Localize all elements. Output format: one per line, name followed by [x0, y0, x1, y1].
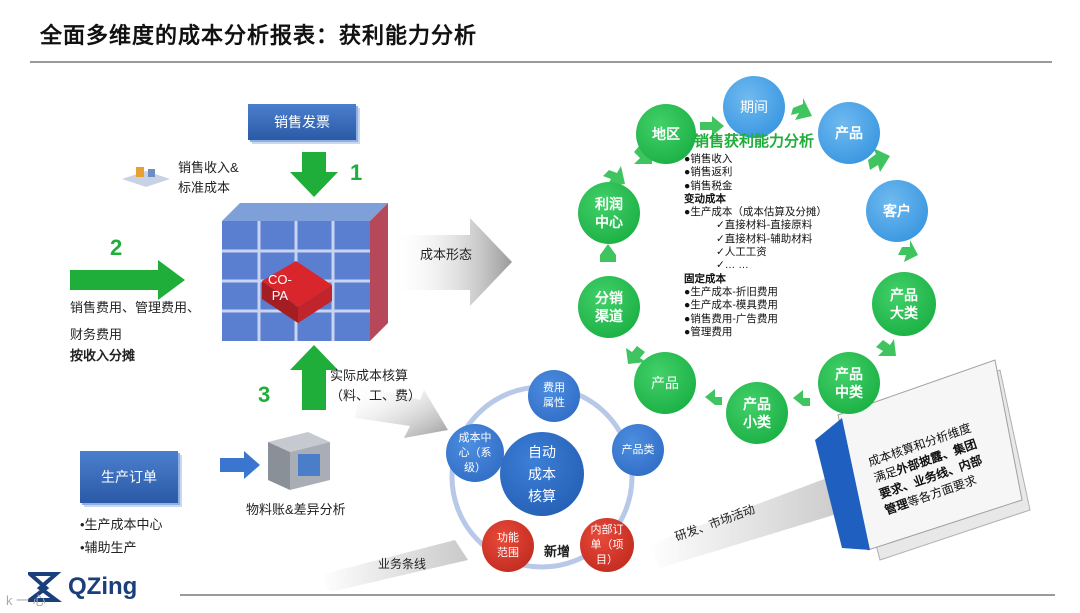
ring-node-product-mid: 产品 中类	[818, 352, 880, 414]
profit-heading-fixed: 固定成本	[684, 272, 726, 285]
node-internal-order: 内部订 单（项 目）	[580, 518, 634, 572]
ring-node-period: 期间	[723, 76, 785, 138]
profit-subitem: ✓直接材料-直接原料	[716, 219, 813, 232]
production-bullet-1: •生产成本中心	[80, 517, 163, 532]
profit-item: ●管理费用	[684, 325, 733, 338]
order-to-material-arrow	[220, 451, 260, 479]
ring-node-product-minor: 产品 小类	[726, 382, 788, 444]
profit-item: ●生产成本-模具费用	[684, 299, 778, 312]
ring-node-product2: 产品	[634, 352, 696, 414]
new-add-label: 新增	[544, 544, 571, 559]
step2-number: 2	[110, 235, 123, 260]
production-bullet-2: •辅助生产	[80, 540, 137, 555]
expenses-label: 销售费用、管理费用、 财务费用	[70, 300, 201, 342]
step1-arrow	[290, 152, 338, 197]
qzing-logo: QZing	[28, 572, 137, 602]
material-ledger-label: 物料账&差异分析	[246, 502, 346, 517]
profit-item: ●销售税金	[684, 179, 733, 192]
logo-text: QZing	[68, 573, 138, 600]
paper-document	[815, 359, 1031, 561]
profit-item: ●生产成本（成本估算及分摊）	[684, 206, 827, 219]
ring-node-channel: 分销 渠道	[578, 276, 640, 338]
cost-form-label: 成本形态	[420, 247, 473, 262]
profit-item: ●销售收入	[684, 153, 733, 165]
actual-cost-label: 实际成本核算 （料、工、费）	[330, 368, 422, 403]
profit-heading-variable: 变动成本	[684, 192, 726, 205]
ring-node-profit-center: 利润 中心	[578, 182, 640, 244]
profit-list: ●销售收入 ●销售返利 ●销售税金 变动成本 ●生产成本（成本估算及分摊） ✓直…	[684, 153, 827, 339]
ring-node-region: 地区	[636, 104, 696, 164]
ring-node-product-major: 产品 大类	[872, 272, 936, 336]
auto-cost-center: 自动 成本 核算	[500, 432, 584, 516]
profit-item: ●销售费用-广告费用	[684, 312, 778, 325]
business-line-label: 业务条线	[378, 557, 427, 571]
rnd-market-band	[648, 475, 850, 568]
actual-cost-arrow	[355, 385, 448, 438]
profit-subitem: ✓人工工资	[716, 246, 767, 259]
ring-node-product: 产品	[818, 102, 880, 164]
profit-analysis-title: 销售获利能力分析	[694, 133, 815, 150]
profit-item: ●生产成本-折旧费用	[684, 285, 778, 298]
profit-subitem: ✓… …	[716, 259, 749, 272]
page-title: 全面多维度的成本分析报表：获利能力分析	[40, 23, 478, 48]
business-line-band	[320, 540, 468, 592]
production-order-doc: 生产订单	[80, 451, 178, 503]
watermark-text: k 一 心	[6, 593, 46, 608]
step2-arrow	[70, 260, 185, 300]
profit-subitem: ✓直接材料-辅助材料	[716, 232, 813, 245]
sales-invoice-doc: 销售发票	[248, 104, 356, 140]
copa-label: CO- PA	[268, 272, 292, 303]
sales-revenue-label: 销售收入& 标准成本	[178, 160, 239, 195]
footer-divider	[180, 594, 1055, 596]
title-divider	[30, 61, 1052, 63]
sales-icon	[122, 165, 170, 187]
material-box-icon	[268, 432, 330, 490]
profit-item: ●销售返利	[684, 166, 733, 179]
allocate-label: 按收入分摊	[70, 348, 136, 363]
node-product-class: 产品类	[612, 424, 664, 476]
cost-form-arrow	[390, 218, 512, 306]
node-expense-attr: 费用 属性	[528, 370, 580, 422]
step1-number: 1	[350, 160, 363, 185]
logo-mark-icon	[28, 572, 62, 602]
step3-number: 3	[258, 382, 271, 407]
node-cost-center: 成本中 心（系 级）	[446, 424, 504, 482]
ring-node-customer: 客户	[866, 180, 928, 242]
step3-arrow	[290, 345, 338, 410]
ring-arrows	[600, 98, 918, 406]
copa-cube	[222, 203, 388, 343]
node-function-scope: 功能 范围	[482, 520, 534, 572]
